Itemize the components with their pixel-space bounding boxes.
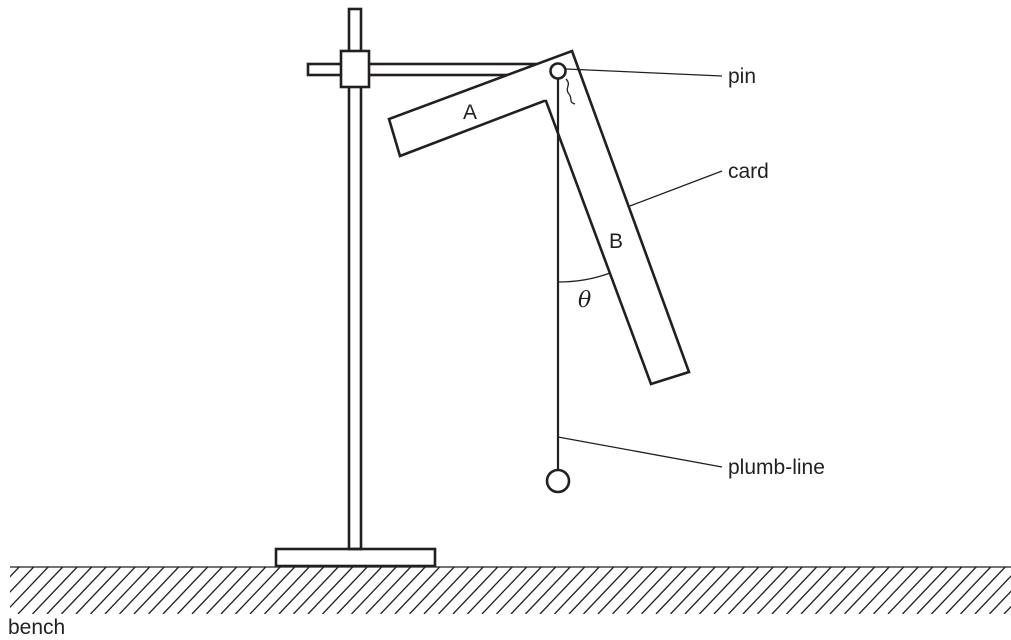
hatch-line <box>525 567 571 614</box>
clamp-boss <box>339 49 371 89</box>
hatch-line <box>655 567 702 614</box>
hatch-line <box>713 567 760 614</box>
hatch-line <box>800 567 847 614</box>
hatch-line <box>626 567 673 614</box>
hatch-line <box>467 567 513 614</box>
hatch-line <box>322 567 368 614</box>
card-shape <box>387 49 691 386</box>
hatch-line <box>104 567 151 614</box>
hatch-line <box>974 575 1011 614</box>
hatch-line <box>206 567 252 614</box>
bench-hatching <box>0 567 1011 614</box>
hatch-line <box>10 567 35 593</box>
hatch-line <box>249 567 296 614</box>
hatch-line <box>583 567 629 614</box>
plumb-line-leader-line <box>557 436 723 468</box>
hatch-line <box>220 567 267 614</box>
hatch-line <box>786 567 832 614</box>
stand-rod <box>347 7 363 551</box>
hatch-line <box>815 567 861 614</box>
hatch-line <box>945 567 992 614</box>
hatch-line <box>873 567 919 614</box>
label-bench: bench <box>8 616 65 639</box>
hatch-line <box>133 567 180 614</box>
hatch-line <box>307 567 354 614</box>
label-part-a: A <box>463 101 477 124</box>
hatch-line <box>496 567 542 614</box>
hatch-line <box>931 567 977 614</box>
pin-leader-line <box>565 68 723 77</box>
hatch-line <box>670 567 716 614</box>
hatch-line <box>757 567 803 614</box>
hatch-line <box>409 567 455 614</box>
hatch-line <box>46 567 93 614</box>
hatch-line <box>162 567 209 614</box>
pin-assembly <box>549 62 576 105</box>
hatch-line <box>452 567 499 614</box>
hatch-line <box>960 567 1006 614</box>
hatch-line <box>10 567 20 578</box>
hatch-line <box>394 567 441 614</box>
hatch-line <box>17 567 64 614</box>
hatch-line <box>438 567 484 614</box>
hatch-line <box>684 567 731 614</box>
hatch-line <box>336 567 383 614</box>
hatch-line <box>191 567 238 614</box>
hatch-line <box>742 567 789 614</box>
hatch-line <box>481 567 528 614</box>
hatch-line <box>61 567 107 614</box>
hatch-line <box>119 567 165 614</box>
hatch-line <box>728 567 774 614</box>
hatch-line <box>858 567 905 614</box>
hatch-line <box>148 567 194 614</box>
hatch-line <box>264 567 310 614</box>
hatch-line <box>771 567 818 614</box>
hatch-line <box>235 567 281 614</box>
label-part-b: B <box>609 230 623 253</box>
hatch-line <box>902 567 948 614</box>
hatch-line <box>612 567 658 614</box>
hatch-line <box>554 567 600 614</box>
hatch-line <box>510 567 557 614</box>
hatch-line <box>10 567 49 609</box>
hatch-line <box>699 567 745 614</box>
hatch-line <box>90 567 136 614</box>
hatch-line <box>597 567 644 614</box>
card-leader-line <box>629 170 723 207</box>
angle-arc <box>557 272 611 283</box>
hatch-line <box>539 567 586 614</box>
hatch-line <box>844 567 890 614</box>
hatch-line <box>1003 605 1011 614</box>
pin-circle <box>549 62 567 80</box>
hatch-line <box>829 567 876 614</box>
hatch-line <box>916 567 963 614</box>
hatch-line <box>365 567 412 614</box>
label-card: card <box>728 160 769 183</box>
label-pin: pin <box>728 65 756 88</box>
hatch-line <box>278 567 325 614</box>
label-angle-theta: θ <box>578 288 591 313</box>
hatch-line <box>989 590 1011 614</box>
plumb-bob <box>545 468 571 494</box>
hatch-line <box>75 567 122 614</box>
label-plumb-line: plumb-line <box>728 456 825 479</box>
hatch-line <box>177 567 223 614</box>
hatch-line <box>641 567 687 614</box>
hatch-line <box>380 567 426 614</box>
string-knot <box>565 78 576 105</box>
plumb-line-assembly <box>545 73 571 494</box>
hatch-line <box>423 567 470 614</box>
stand-base <box>274 547 437 568</box>
hatch-line <box>293 567 339 614</box>
hatch-line <box>0 567 5 614</box>
hatch-line <box>568 567 615 614</box>
hatch-line <box>351 567 397 614</box>
hatch-line <box>887 567 934 614</box>
hatch-line <box>32 567 78 614</box>
